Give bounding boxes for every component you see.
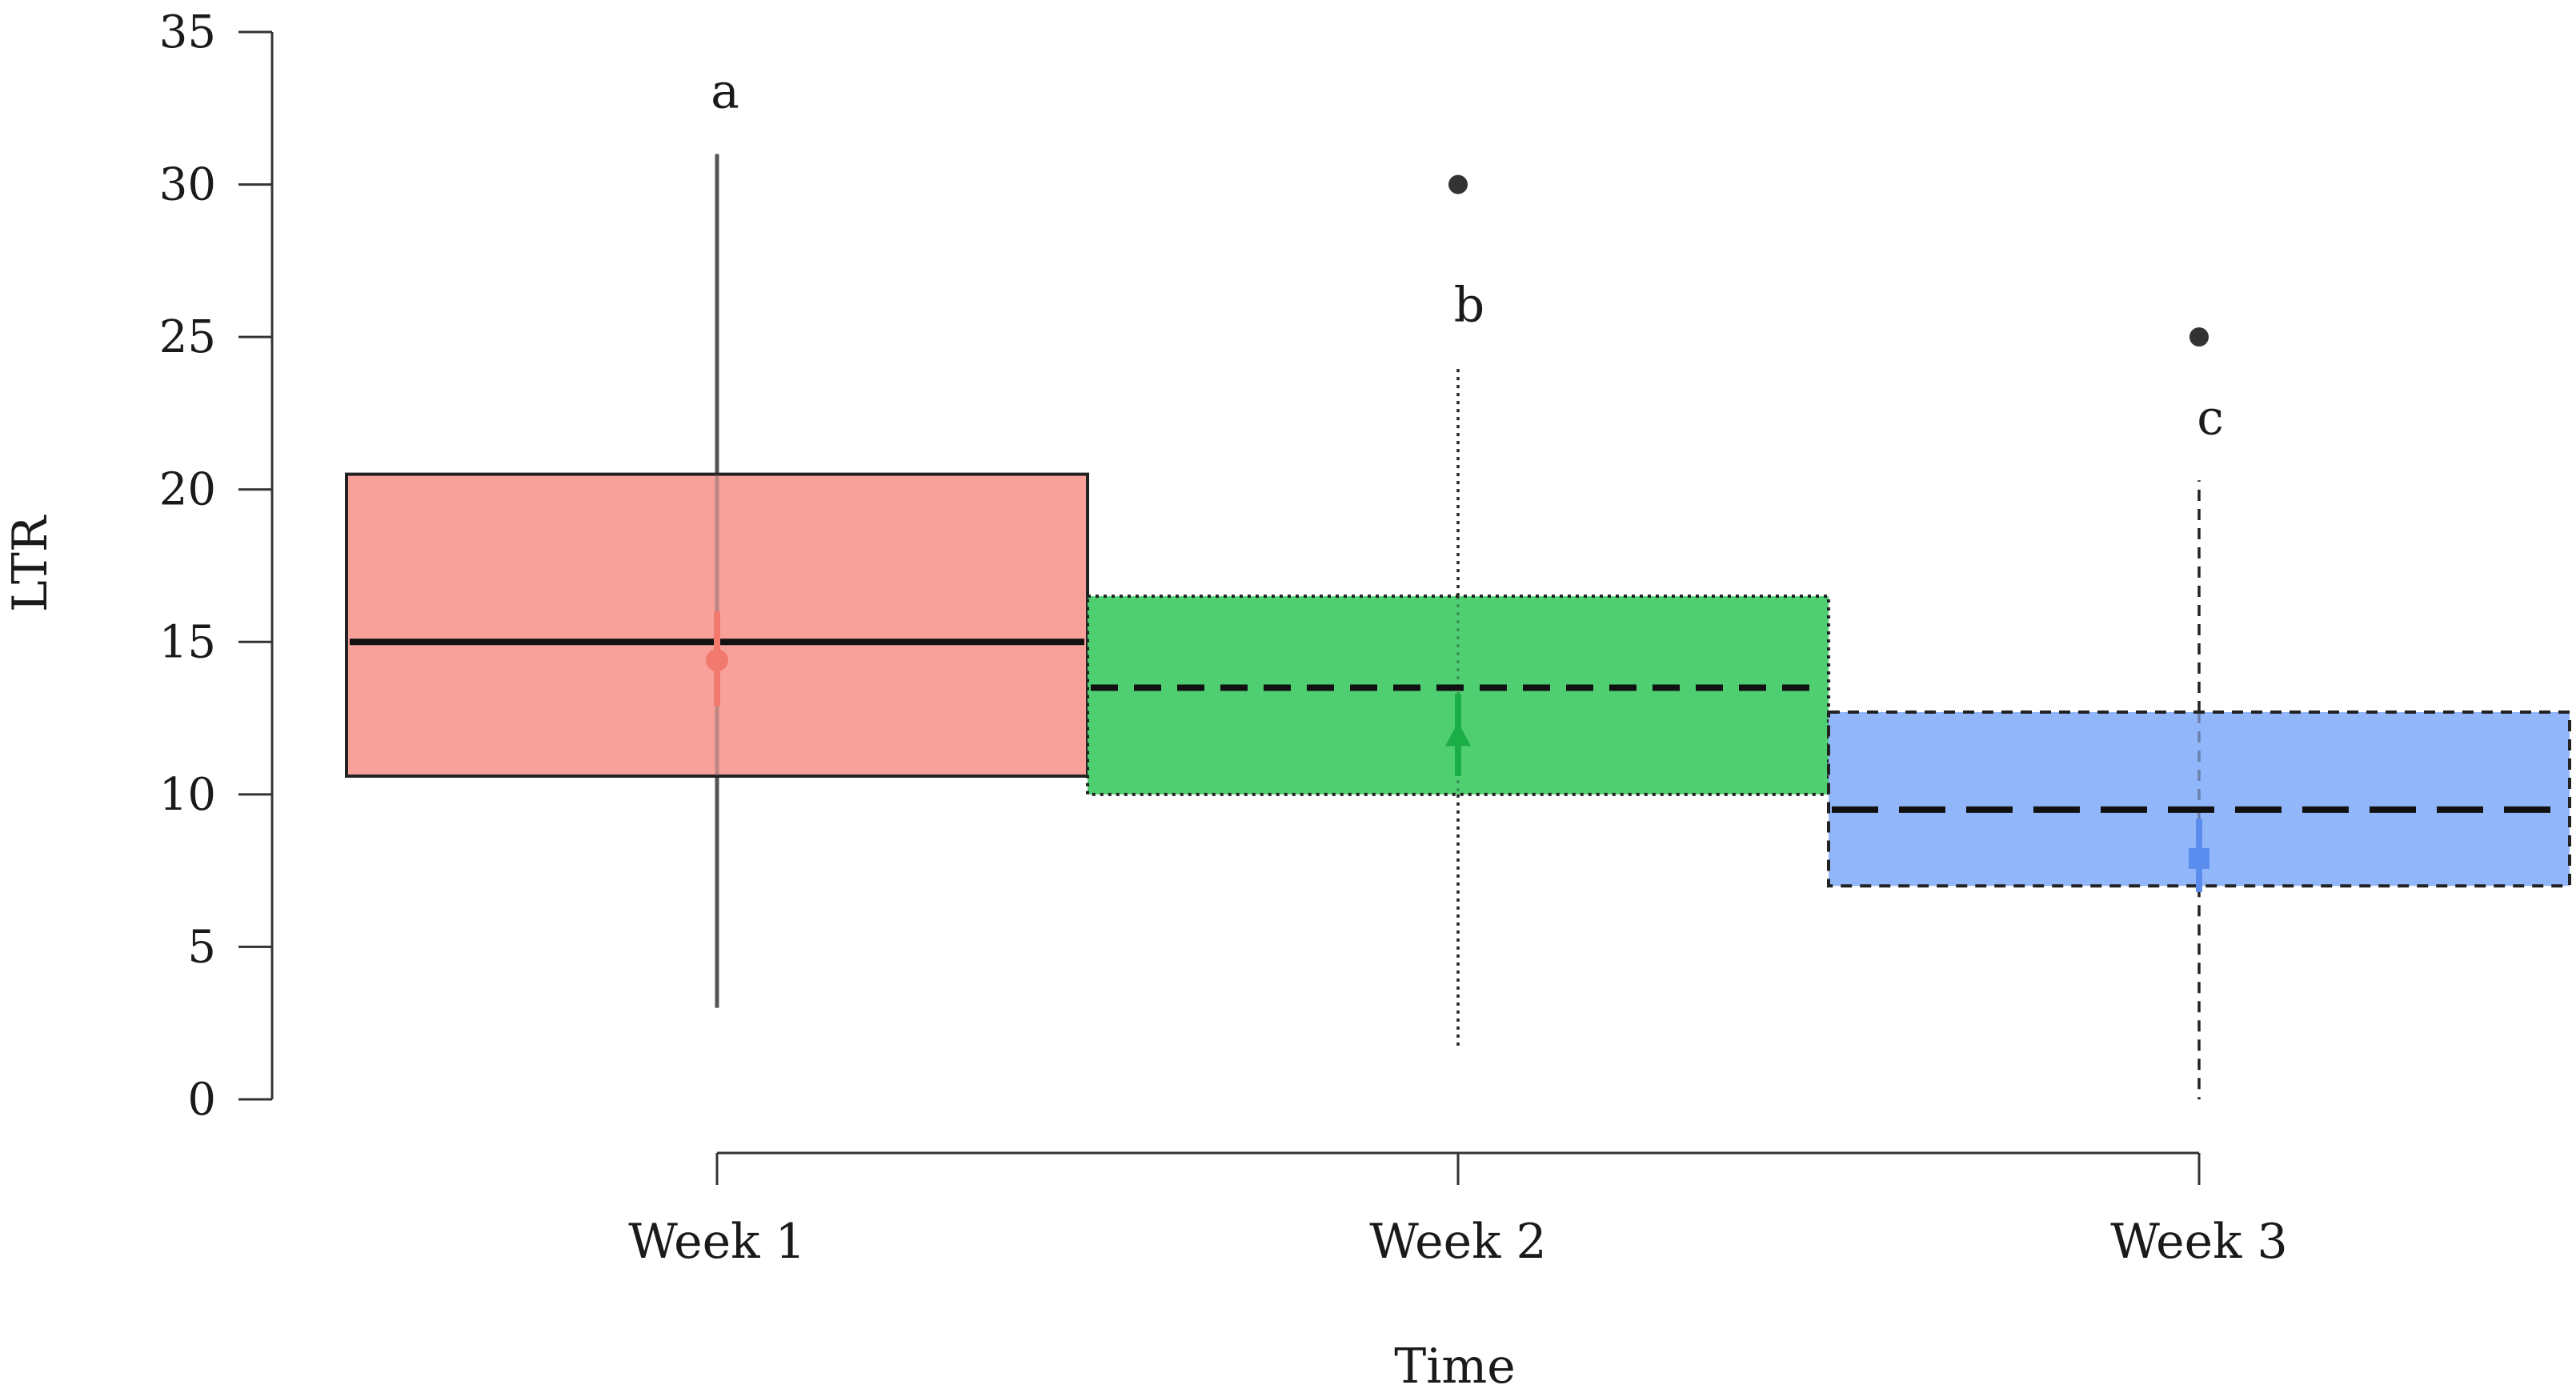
significance-letter: a bbox=[711, 63, 739, 119]
y-tick-label: 0 bbox=[187, 1074, 216, 1126]
significance-letter: b bbox=[1454, 277, 1484, 333]
mean-marker bbox=[2189, 847, 2209, 869]
x-axis-title: Time bbox=[1394, 1339, 1516, 1395]
y-tick-label: 35 bbox=[159, 6, 216, 58]
significance-letter: c bbox=[2197, 390, 2224, 446]
outlier-point bbox=[2189, 327, 2209, 347]
box-group-3: c bbox=[1827, 327, 2571, 1099]
y-tick-label: 20 bbox=[159, 464, 216, 516]
y-tick-label: 15 bbox=[159, 616, 216, 668]
y-axis: 0 5 10 15 20 25 30 35 bbox=[159, 6, 274, 1126]
x-tick-label: Week 3 bbox=[2110, 1214, 2287, 1270]
y-tick-label: 5 bbox=[187, 921, 216, 973]
y-tick-label: 30 bbox=[159, 159, 216, 211]
x-tick-label: Week 1 bbox=[628, 1214, 805, 1270]
y-tick-label: 25 bbox=[159, 311, 216, 363]
y-tick-label: 10 bbox=[159, 769, 216, 821]
y-axis-title: LTR bbox=[2, 514, 58, 612]
box-group-1: a bbox=[345, 63, 1089, 1008]
box-group-2: b bbox=[1086, 174, 1830, 1048]
boxes-layer: a b c bbox=[345, 63, 2571, 1099]
x-axis: Week 1 Week 2 Week 3 bbox=[628, 1151, 2288, 1270]
outlier-point bbox=[1448, 174, 1468, 194]
mean-marker bbox=[1445, 722, 1471, 747]
x-tick-label: Week 2 bbox=[1369, 1214, 1546, 1270]
mean-marker bbox=[706, 649, 728, 672]
